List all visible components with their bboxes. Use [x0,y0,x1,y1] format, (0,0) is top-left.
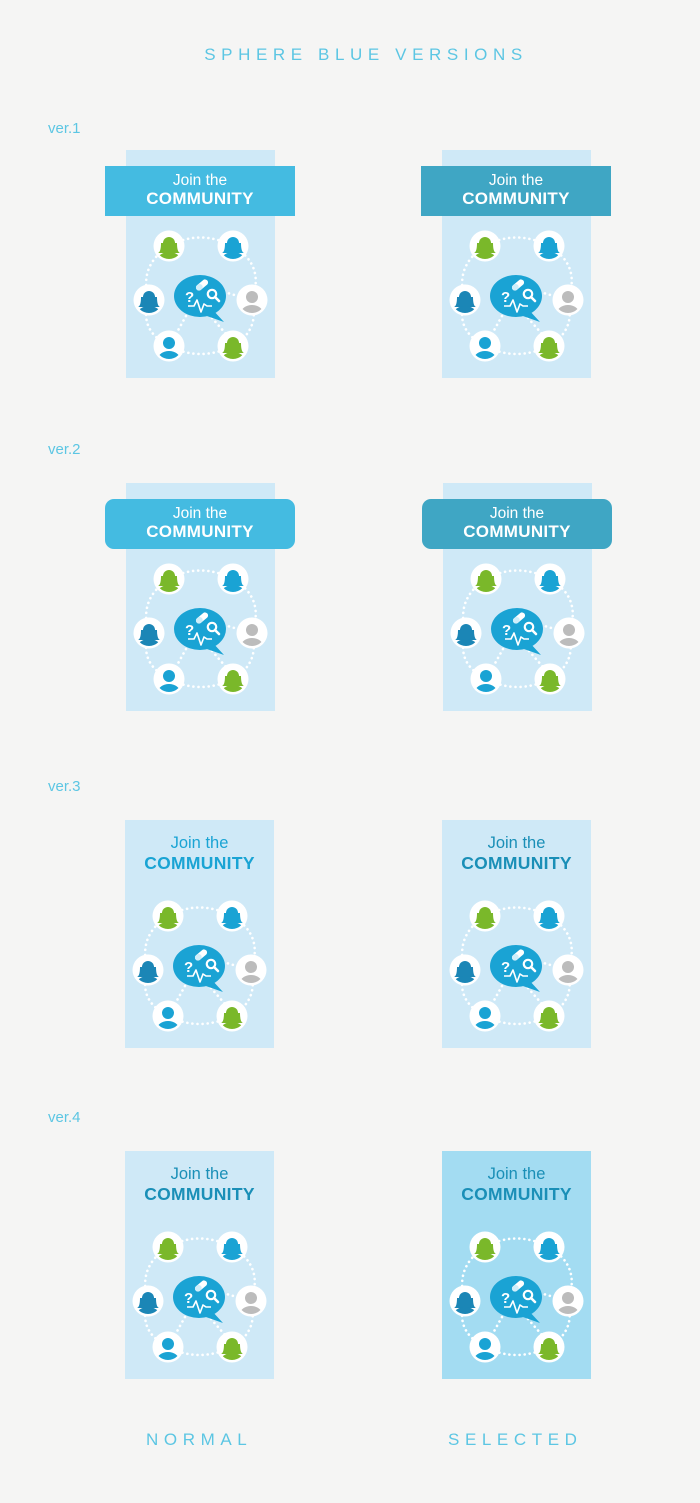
banner-line-2: COMMUNITY [146,189,254,208]
heading-line-2: COMMUNITY [144,853,255,873]
join-community-heading-selected: Join the COMMUNITY [442,1164,591,1204]
version-1-selected-card[interactable]: Join the COMMUNITY [421,150,611,378]
banner-line-1: Join the [172,505,228,522]
heading-line-2: COMMUNITY [461,853,572,873]
version-2-selected-card[interactable]: Join the COMMUNITY [422,483,612,711]
normal-column-label: NORMAL [146,1430,253,1449]
version-3-selected-card[interactable]: Join the COMMUNITY [442,820,591,1048]
join-community-banner[interactable]: Join the COMMUNITY [105,166,295,216]
banner-line-1: Join the [172,172,228,189]
community-network-icon [448,1231,585,1367]
join-community-banner-selected[interactable]: Join the COMMUNITY [422,499,612,549]
heading-line-2: COMMUNITY [461,1184,572,1204]
banner-line-1: Join the [489,505,545,522]
version-label-1: ver.1 [48,120,81,137]
banner-line-1: Join the [488,172,544,189]
version-label-3: ver.3 [48,778,81,795]
join-community-heading: Join the COMMUNITY [125,1164,274,1204]
banner-line-2: COMMUNITY [146,522,254,541]
version-1-normal-card[interactable]: Join the COMMUNITY [105,150,295,378]
join-community-banner-selected[interactable]: Join the COMMUNITY [421,166,611,216]
community-network-icon [448,900,585,1036]
version-4-selected-card[interactable]: Join the COMMUNITY [442,1151,591,1379]
community-network-icon [131,900,268,1036]
community-network-icon [132,230,269,366]
join-community-heading-selected: Join the COMMUNITY [442,833,591,873]
version-label-4: ver.4 [48,1109,81,1126]
heading-line-1: Join the [170,834,229,852]
join-community-heading: Join the COMMUNITY [125,833,274,873]
version-2-normal-card[interactable]: Join the COMMUNITY [105,483,295,711]
page-title: SPHERE BLUE VERSIONS [204,45,528,64]
community-network-icon [449,563,586,699]
banner-line-2: COMMUNITY [462,189,570,208]
heading-line-1: Join the [487,1165,546,1183]
heading-line-2: COMMUNITY [144,1184,255,1204]
community-network-icon [448,230,585,366]
heading-line-1: Join the [170,1165,229,1183]
selected-column-label: SELECTED [448,1430,583,1449]
version-3-normal-card[interactable]: Join the COMMUNITY [125,820,274,1048]
community-network-icon [132,563,269,699]
version-label-2: ver.2 [48,441,81,458]
join-community-banner[interactable]: Join the COMMUNITY [105,499,295,549]
community-network-icon [131,1231,268,1367]
version-4-normal-card[interactable]: Join the COMMUNITY [125,1151,274,1379]
heading-line-1: Join the [487,834,546,852]
banner-line-2: COMMUNITY [463,522,571,541]
